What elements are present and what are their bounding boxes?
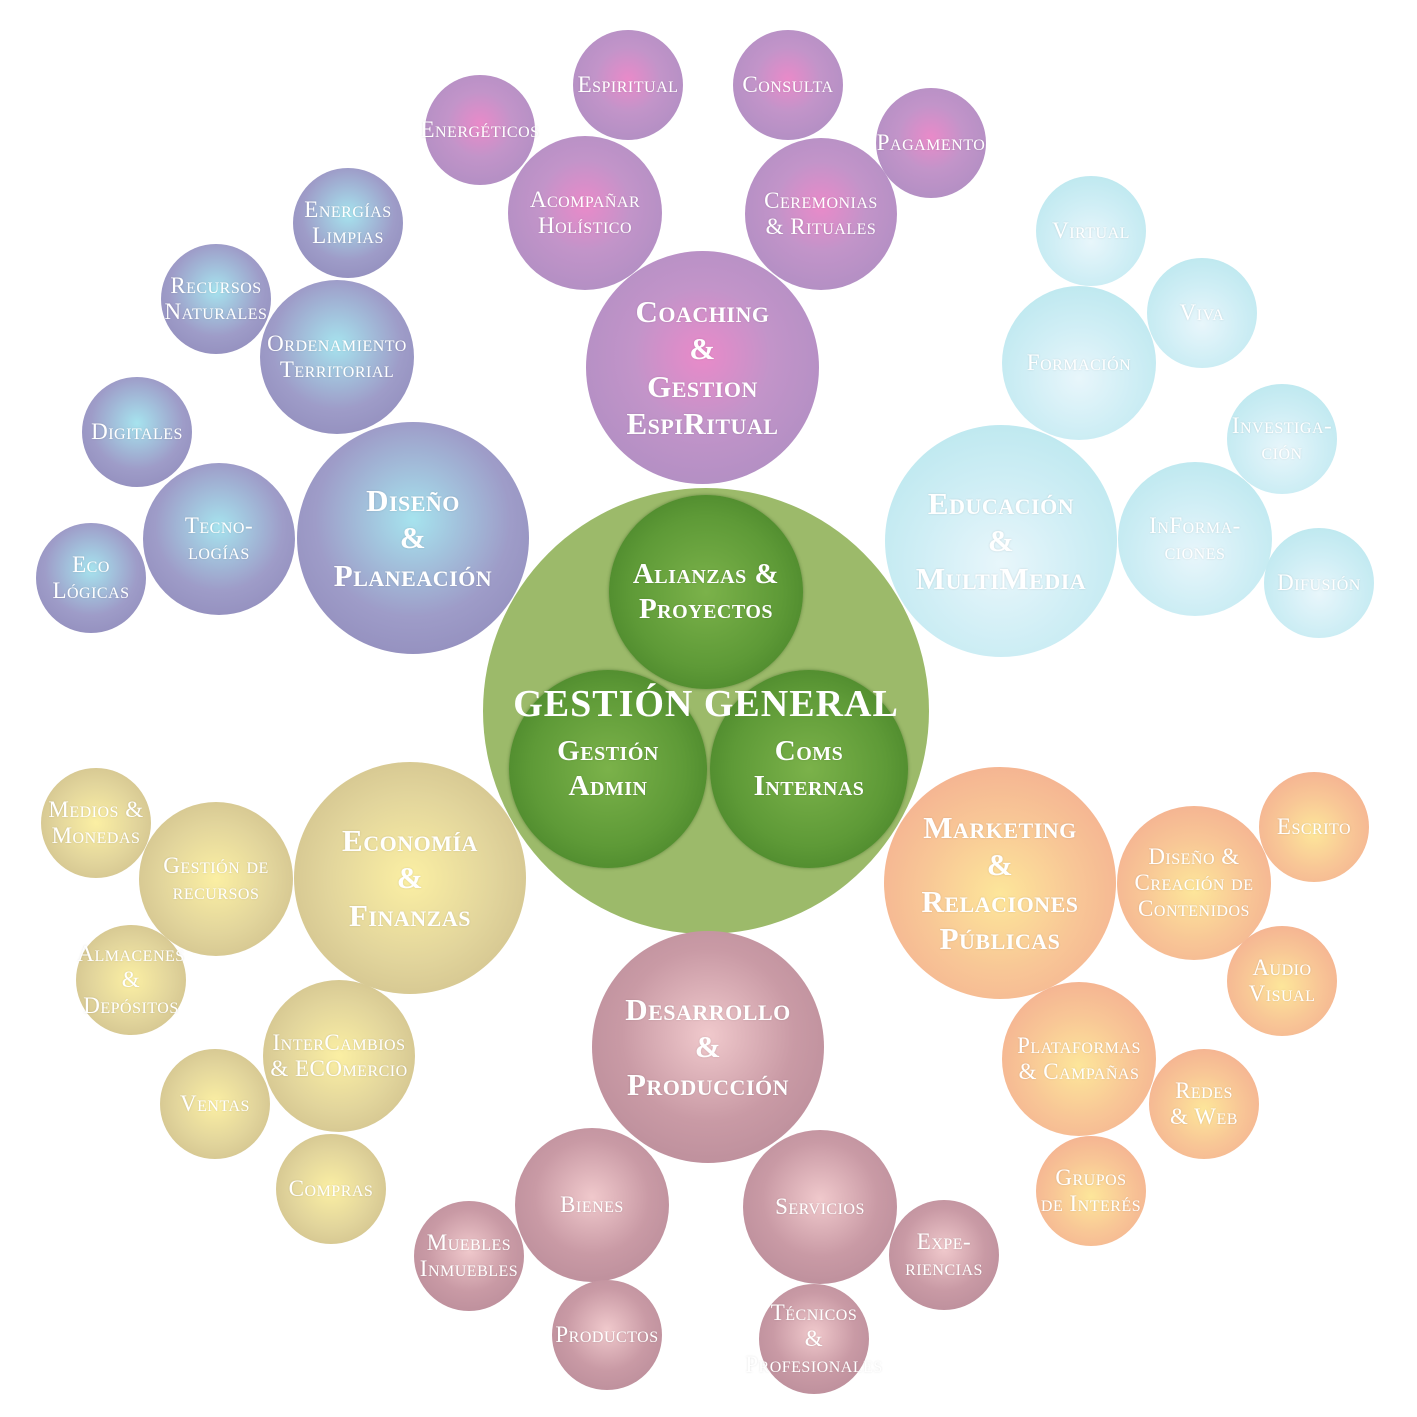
grupos-interes-label: Grupos de Interés	[1040, 1165, 1142, 1216]
compras-bubble[interactable]: Compras	[276, 1134, 386, 1244]
desarrollo-main-label: Desarrollo & Producción	[625, 992, 791, 1102]
energeticos-bubble[interactable]: Energéticos	[420, 75, 539, 185]
formacion-bubble[interactable]: Formación	[1002, 286, 1156, 440]
difusion-label: Difusión	[1277, 570, 1361, 596]
energias-limpias-label: Energías Limpias	[304, 197, 392, 248]
tecnologias-bubble[interactable]: Tecno- logías	[143, 463, 295, 615]
redes-web-label: Redes & Web	[1170, 1078, 1238, 1129]
diseno-creacion-contenidos-bubble[interactable]: Diseño & Creación de Contenidos	[1117, 806, 1271, 960]
experiencias-label: Expe- riencias	[905, 1229, 983, 1280]
gestion-admin-bubble[interactable]: Gestión Admin	[509, 670, 707, 868]
coaching-main-label: Coaching & Gestion EspiRitual	[626, 294, 779, 441]
educacion-main-bubble[interactable]: Educación & MultiMedia	[885, 425, 1117, 657]
recursos-naturales-label: Recursos Naturales	[164, 273, 268, 324]
virtual-bubble[interactable]: Virtual	[1036, 176, 1146, 286]
audio-visual-bubble[interactable]: Audio Visual	[1227, 926, 1337, 1036]
muebles-inmuebles-label: Muebles Inmuebles	[419, 1230, 519, 1281]
ordenamiento-territorial-label: Ordenamiento Territorial	[267, 331, 407, 382]
escrito-bubble[interactable]: Escrito	[1259, 772, 1369, 882]
ecologicas-label: Eco Lógicas	[52, 552, 130, 603]
consulta-bubble[interactable]: Consulta	[733, 30, 843, 140]
ceremonias-rituales-label: Ceremonias & Rituales	[764, 188, 878, 239]
educacion-main-label: Educación & MultiMedia	[915, 486, 1087, 596]
productos-label: Productos	[555, 1322, 659, 1348]
viva-bubble[interactable]: Viva	[1147, 258, 1257, 368]
ecologicas-bubble[interactable]: Eco Lógicas	[36, 523, 146, 633]
experiencias-bubble[interactable]: Expe- riencias	[889, 1200, 999, 1310]
bienes-label: Bienes	[560, 1192, 624, 1218]
bienes-bubble[interactable]: Bienes	[515, 1128, 669, 1282]
virtual-label: Virtual	[1052, 218, 1130, 244]
coaching-main-bubble[interactable]: Coaching & Gestion EspiRitual	[586, 251, 819, 484]
alianzas-proyectos-label: Alianzas & Proyectos	[632, 558, 780, 625]
servicios-label: Servicios	[775, 1194, 865, 1220]
almacenes-depositos-label: Almacenes & Depósitos	[77, 941, 185, 1018]
marketing-main-label: Marketing & Relaciones Públicas	[921, 809, 1079, 957]
pagamento-label: Pagamento	[876, 130, 986, 156]
gestion-recursos-bubble[interactable]: Gestión de recursos	[139, 802, 293, 956]
plataformas-campanas-bubble[interactable]: Plataformas & Campañas	[1002, 982, 1156, 1136]
audio-visual-label: Audio Visual	[1248, 955, 1316, 1006]
energias-limpias-bubble[interactable]: Energías Limpias	[293, 168, 403, 278]
coms-internas-bubble[interactable]: Coms Internas	[710, 670, 908, 868]
ceremonias-rituales-bubble[interactable]: Ceremonias & Rituales	[745, 138, 897, 290]
informaciones-label: InForma- ciones	[1149, 513, 1241, 564]
espiritual-bubble[interactable]: Espiritual	[573, 30, 683, 140]
diseno-main-bubble[interactable]: Diseño & Planeación	[297, 422, 529, 654]
economia-main-bubble[interactable]: Economía & Finanzas	[294, 762, 526, 994]
servicios-bubble[interactable]: Servicios	[743, 1130, 897, 1284]
diseno-creacion-contenidos-label: Diseño & Creación de Contenidos	[1134, 844, 1254, 921]
pagamento-bubble[interactable]: Pagamento	[876, 88, 986, 198]
informaciones-bubble[interactable]: InForma- ciones	[1118, 462, 1272, 616]
espiritual-label: Espiritual	[577, 72, 679, 98]
consulta-label: Consulta	[742, 72, 834, 98]
ordenamiento-territorial-bubble[interactable]: Ordenamiento Territorial	[260, 280, 414, 434]
muebles-inmuebles-bubble[interactable]: Muebles Inmuebles	[414, 1201, 524, 1311]
investigacion-label: Investiga- ción	[1231, 413, 1333, 464]
gestion-general-title: GESTIÓN GENERAL	[513, 683, 899, 725]
escrito-label: Escrito	[1276, 814, 1352, 840]
recursos-naturales-bubble[interactable]: Recursos Naturales	[161, 244, 271, 354]
alianzas-proyectos-bubble[interactable]: Alianzas & Proyectos	[609, 495, 803, 689]
grupos-interes-bubble[interactable]: Grupos de Interés	[1036, 1136, 1146, 1246]
ventas-bubble[interactable]: Ventas	[160, 1049, 270, 1159]
coms-internas-label: Coms Internas	[753, 735, 865, 802]
ventas-label: Ventas	[180, 1091, 250, 1117]
redes-web-bubble[interactable]: Redes & Web	[1149, 1049, 1259, 1159]
gestion-admin-label: Gestión Admin	[557, 735, 659, 802]
digitales-label: Digitales	[91, 419, 183, 445]
intercambios-ecomercio-label: InterCambios & ECOmercio	[270, 1030, 408, 1081]
almacenes-depositos-bubble[interactable]: Almacenes & Depósitos	[76, 925, 186, 1035]
viva-label: Viva	[1179, 300, 1225, 326]
marketing-main-bubble[interactable]: Marketing & Relaciones Públicas	[884, 767, 1116, 999]
plataformas-campanas-label: Plataformas & Campañas	[1017, 1033, 1141, 1084]
economia-main-label: Economía & Finanzas	[342, 823, 478, 933]
tecnologias-label: Tecno- logías	[184, 513, 254, 564]
medios-monedas-label: Medios & Monedas	[48, 797, 144, 848]
compras-label: Compras	[288, 1176, 374, 1202]
energeticos-label: Energéticos	[420, 117, 540, 143]
desarrollo-main-bubble[interactable]: Desarrollo & Producción	[592, 931, 824, 1163]
acompanar-holistico-label: Acompañar Holístico	[529, 187, 641, 238]
difusion-bubble[interactable]: Difusión	[1264, 528, 1374, 638]
productos-bubble[interactable]: Productos	[552, 1280, 662, 1390]
investigacion-bubble[interactable]: Investiga- ción	[1227, 384, 1337, 494]
gestion-recursos-label: Gestión de recursos	[163, 853, 269, 904]
formacion-label: Formación	[1026, 350, 1132, 376]
diseno-main-label: Diseño & Planeación	[333, 483, 493, 593]
tecnicos-profesionales-bubble[interactable]: Técnicos & Profesionales	[745, 1284, 882, 1394]
intercambios-ecomercio-bubble[interactable]: InterCambios & ECOmercio	[263, 980, 415, 1132]
digitales-bubble[interactable]: Digitales	[82, 377, 192, 487]
acompanar-holistico-bubble[interactable]: Acompañar Holístico	[508, 136, 662, 290]
medios-monedas-bubble[interactable]: Medios & Monedas	[41, 768, 151, 878]
tecnicos-profesionales-label: Técnicos & Profesionales	[745, 1300, 883, 1377]
